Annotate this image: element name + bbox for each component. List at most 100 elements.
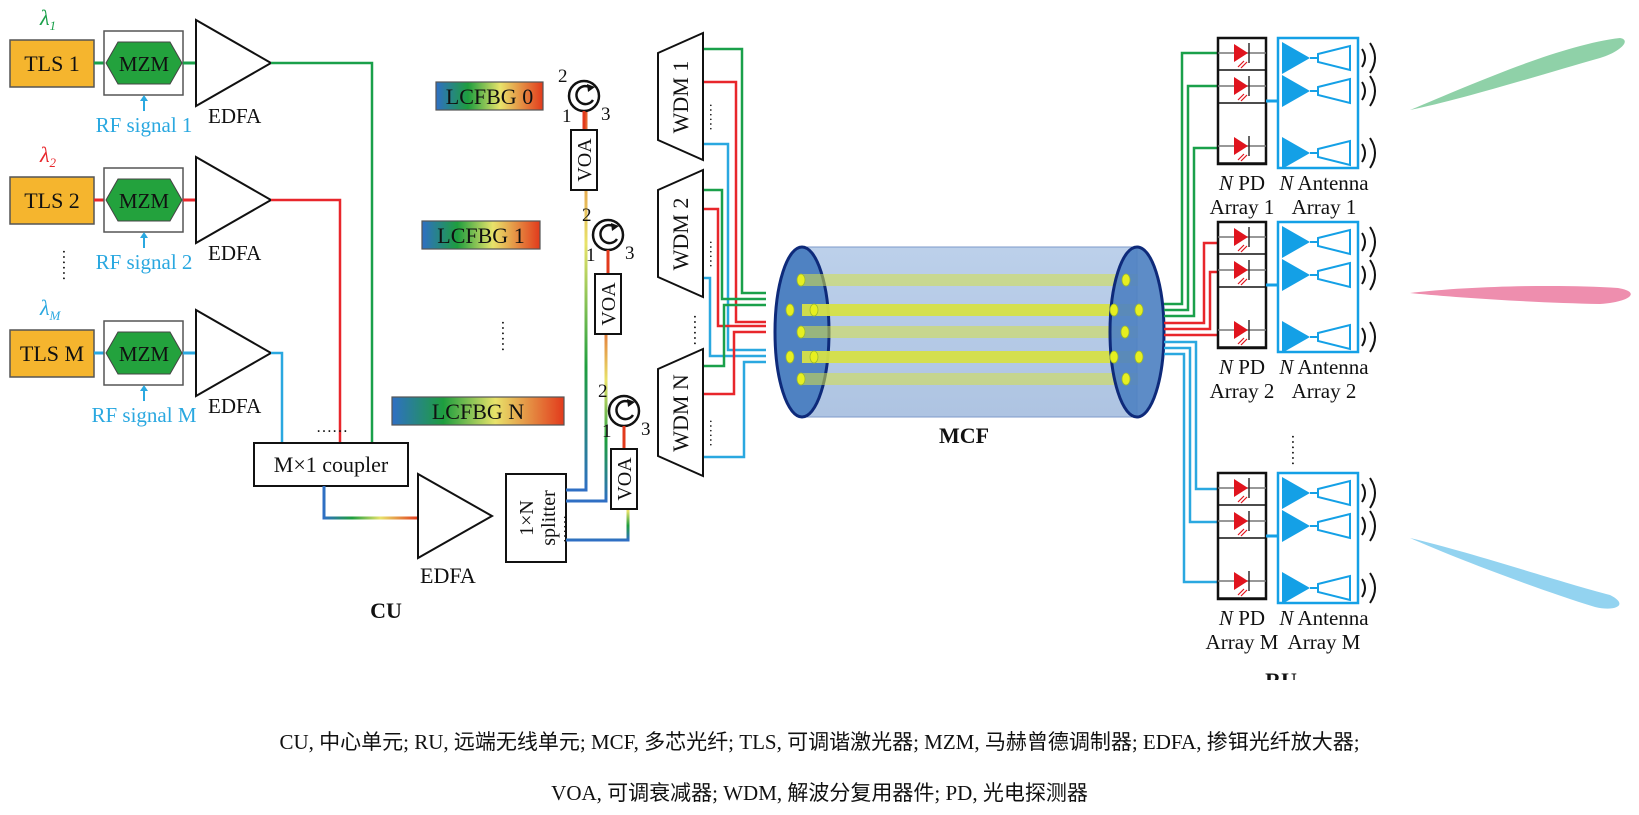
wdm-demux xyxy=(657,31,704,162)
fan-out-fibers xyxy=(1164,51,1218,584)
horn-antenna-icon xyxy=(1317,44,1351,72)
wdm-port-ellipsis: …… xyxy=(706,419,721,447)
wdm-label: WDM N xyxy=(668,374,693,452)
photodiode-icon xyxy=(1234,261,1248,279)
photodiode-icon xyxy=(1234,479,1248,497)
edfa-main-label: EDFA xyxy=(420,563,476,588)
voa-label: VOA xyxy=(574,138,596,182)
wavelength-label: λ2 xyxy=(39,142,57,170)
rf-arrow-icon xyxy=(140,385,148,391)
lcfbg-grating xyxy=(391,396,565,426)
amplifier-icon xyxy=(1282,75,1310,107)
circulator-arrow-icon xyxy=(615,399,635,421)
photodiode-icon xyxy=(1234,137,1248,155)
tls-label: TLS 1 xyxy=(24,51,80,76)
pd-array-label: N PD xyxy=(1218,171,1265,195)
edfa-amplifier xyxy=(195,18,274,108)
horn-antenna-icon xyxy=(1317,261,1351,289)
wdm-1: WDM 1…… xyxy=(657,31,721,162)
edfa-label: EDFA xyxy=(208,241,262,265)
rf-signal-label: RF signal 1 xyxy=(96,113,193,137)
lcfbg-grating xyxy=(421,220,541,250)
fiber-core xyxy=(802,351,1138,363)
radiation-wave-icon xyxy=(1361,265,1366,285)
amplifier-icon xyxy=(1282,259,1310,291)
port-1-label: 1 xyxy=(586,245,596,266)
mcf-label: MCF xyxy=(939,423,989,448)
lcfbg-ellipsis: …… xyxy=(498,320,515,352)
core-endpoint xyxy=(785,303,795,317)
port-2-label: 2 xyxy=(582,205,592,226)
port-2-label: 2 xyxy=(558,66,568,87)
antenna-array-sublabel: Array 1 xyxy=(1292,195,1357,219)
mzm-modulator xyxy=(105,178,183,222)
rf-signal-label: RF signal M xyxy=(91,403,196,427)
wdm-label: WDM 1 xyxy=(668,61,693,134)
wavelength-label: λ1 xyxy=(39,5,56,33)
splitter-ellipsis: …… xyxy=(560,515,575,543)
coupler: M×1 coupler xyxy=(253,442,409,487)
radiation-beam xyxy=(1410,38,1625,110)
lcfbg-grating xyxy=(435,81,544,111)
ru-label: RU xyxy=(1265,668,1297,680)
mzm-modulator xyxy=(105,331,183,375)
source-ellipsis: …… xyxy=(59,249,76,281)
port-3-label: 3 xyxy=(641,419,651,440)
photodiode-icon xyxy=(1234,321,1248,339)
core-endpoint xyxy=(1134,303,1144,317)
voa xyxy=(570,129,598,191)
wdm-3: WDM N …… xyxy=(657,347,721,478)
wdm-2: WDM 2…… xyxy=(657,168,721,299)
core-endpoint xyxy=(809,350,819,364)
core-endpoint xyxy=(809,303,819,317)
radiation-wave-icon xyxy=(1361,232,1366,252)
mzm-modulator xyxy=(105,41,183,85)
core-endpoint xyxy=(1120,325,1130,339)
cu-label: CU xyxy=(370,598,402,623)
port-2-label: 2 xyxy=(598,381,608,402)
core-endpoint xyxy=(796,273,806,287)
photodiode-icon xyxy=(1234,228,1248,246)
core-endpoint xyxy=(796,372,806,386)
photodiode-icon xyxy=(1234,572,1248,590)
core-endpoint xyxy=(1109,350,1119,364)
radiation-wave-icon xyxy=(1361,327,1366,347)
core-endpoint xyxy=(1121,273,1131,287)
horn-antenna-icon xyxy=(1317,139,1351,167)
fiber-core xyxy=(802,304,1138,316)
wdm-demux xyxy=(657,347,704,478)
ru-ellipsis: …… xyxy=(1288,434,1305,466)
radiation-wave-icon xyxy=(1361,578,1366,598)
caption-line-1: CU, 中心单元; RU, 远端无线单元; MCF, 多芯光纤; TLS, 可调… xyxy=(279,730,1360,754)
core-endpoint xyxy=(796,325,806,339)
horn-antenna-icon xyxy=(1317,512,1351,540)
voa xyxy=(610,448,638,510)
wdm-demux xyxy=(657,168,704,299)
radiation-wave-icon xyxy=(1361,143,1366,163)
splitter-line2: splitter xyxy=(538,490,560,546)
rf-signal-label: RF signal 2 xyxy=(96,250,193,274)
lcfbg-label: LCFBG 0 xyxy=(446,84,533,109)
core-endpoint xyxy=(1121,372,1131,386)
radiation-wave-icon xyxy=(1361,483,1366,503)
tls-box xyxy=(9,329,95,378)
port-1-label: 1 xyxy=(602,421,612,442)
lcfbg-label: LCFBG 1 xyxy=(437,223,524,248)
mzm-label: MZM xyxy=(119,342,170,366)
amplifier-icon xyxy=(1282,510,1310,542)
antenna-array-sublabel: Array 2 xyxy=(1292,379,1357,403)
pd-array-sublabel: Array M xyxy=(1206,630,1279,654)
amplifier-icon xyxy=(1282,572,1310,604)
mcf-output-face xyxy=(1108,245,1166,419)
horn-antenna-icon xyxy=(1317,77,1351,105)
tls-label: TLS M xyxy=(20,341,84,366)
caption-line-2: VOA, 可调衰减器; WDM, 解波分复用器件; PD, 光电探测器 xyxy=(551,781,1088,805)
core-endpoint xyxy=(1134,350,1144,364)
splitter: 1×N splitter xyxy=(505,473,567,563)
